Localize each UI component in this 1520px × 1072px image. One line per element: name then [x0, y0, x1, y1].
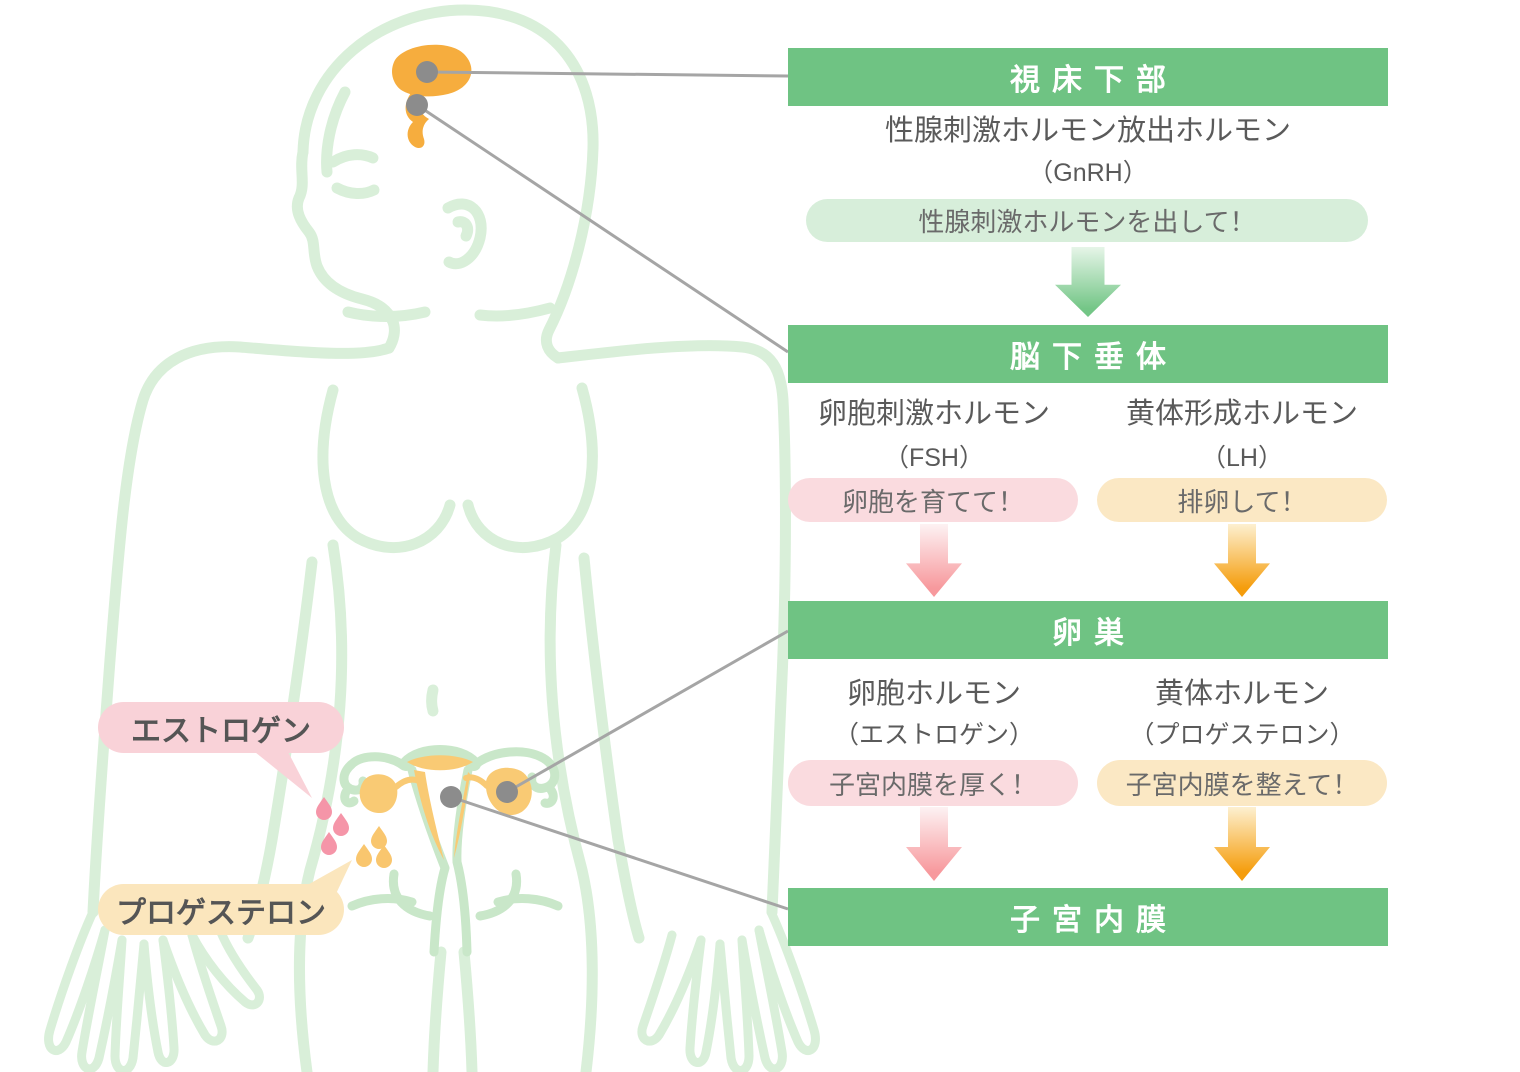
endometrium-right-wedge [454, 772, 470, 858]
uterus-fundus [399, 745, 481, 771]
uterus-right-wall [452, 765, 473, 957]
ear-line [442, 198, 487, 270]
right-breast [462, 382, 598, 553]
gnrh-abbr: （GnRH） [1028, 159, 1148, 187]
collarbone-left [342, 306, 431, 322]
fsh-hormone-name: 卵胞刺激ホルモン [817, 398, 1050, 430]
eyebrow-line [327, 149, 379, 168]
head-hair-line [297, 4, 599, 364]
progesterone-label: プロゲステロン [98, 884, 344, 935]
right-fallopian-tube [471, 747, 560, 793]
crease-right [493, 894, 563, 911]
left-breast [317, 384, 456, 553]
estrogen-hormone-name: 卵胞ホルモン [846, 678, 1021, 710]
progesterone-message-pill: 子宮内膜を整えて！ [1097, 760, 1387, 806]
header-pituitary: 脳下垂体 [788, 325, 1388, 383]
connector-pituitary [416, 103, 789, 354]
fsh-message-pill: 卵胞を育てて！ [788, 478, 1078, 522]
eye-line [331, 182, 380, 199]
estrogen-label: エストロゲン [98, 702, 344, 753]
fsh-abbr: （FSH） [883, 444, 984, 472]
lh-hormone-name: 黄体形成ホルモン [1125, 398, 1358, 430]
collarbone-right [474, 302, 556, 322]
estrogen-label-tail [250, 748, 312, 798]
connector-dots [406, 61, 518, 808]
left-fimbriae [340, 787, 359, 808]
right-ovary-stem [463, 774, 490, 789]
left-hand [44, 907, 264, 1072]
right-hand [637, 907, 820, 1072]
ear-inner-line [452, 216, 474, 242]
estrogen-abbr: （エストロゲン） [833, 721, 1034, 749]
estrogen-label-text: エストロゲン [131, 714, 311, 748]
progesterone-hormone-name: 黄体ホルモン [1154, 678, 1329, 710]
right-shoulder-arm [552, 340, 791, 918]
right-inner-arm [578, 552, 645, 944]
left-inner-leg [427, 946, 447, 1072]
crease-left [347, 894, 417, 911]
right-waist-thigh [544, 539, 598, 1072]
progesterone-label-text: プロゲステロン [116, 896, 326, 930]
connector-endometrium [450, 795, 789, 911]
connector-hypothalamus [426, 70, 789, 78]
connector-lines [416, 70, 789, 911]
gnrh-hormone-name: 性腺刺激ホルモン放出ホルモン [884, 115, 1291, 147]
connector-ovary [506, 629, 789, 794]
left-ovary [359, 774, 398, 814]
progesterone-droplets [356, 826, 392, 868]
header-ovary: 卵巣 [788, 601, 1388, 659]
navel [426, 684, 439, 717]
header-endometrium: 子宮内膜 [788, 888, 1388, 946]
endometrium-left-wedge [414, 770, 444, 860]
endometrium-band [407, 755, 473, 771]
gnrh-message-pill: 性腺刺激ホルモンを出して！ [806, 199, 1368, 242]
right-fimbriae [540, 785, 558, 808]
left-shoulder-arm [87, 341, 395, 918]
lh-message-pill: 排卵して！ [1097, 478, 1387, 522]
left-waist-thigh [294, 539, 348, 1072]
woman-outline [44, 4, 820, 1072]
right-inner-leg [458, 946, 478, 1072]
estrogen-message-pill: 子宮内膜を厚く！ [788, 760, 1078, 806]
left-ovary-stem [393, 776, 422, 790]
hairline [321, 86, 351, 178]
progesterone-abbr: （プロゲステロン） [1129, 721, 1355, 749]
estrogen-droplets [316, 797, 349, 855]
lh-abbr: （LH） [1201, 444, 1283, 472]
header-hypothalamus: 視床下部 [788, 48, 1388, 106]
